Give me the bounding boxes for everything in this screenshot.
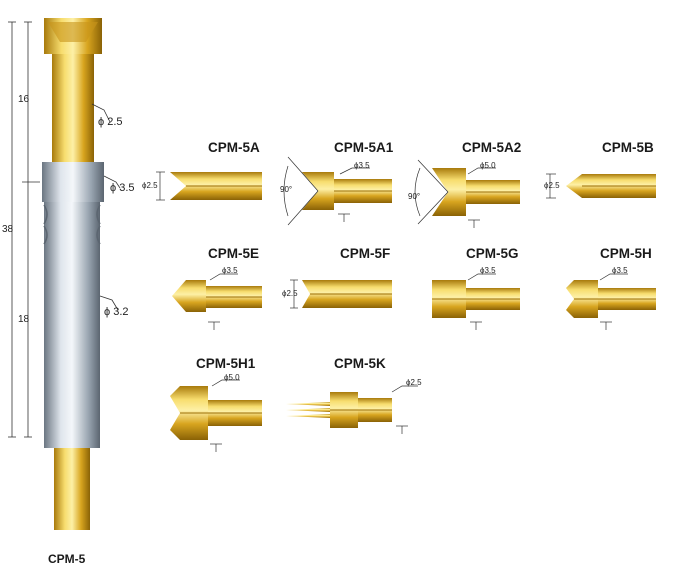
dim-cpm-5h: ϕ3.5 [612,266,628,275]
tip-cpm-5g [432,273,520,330]
tip-cpm-5k [286,385,418,434]
tip-cpm-5e [172,273,262,330]
dim-cpm-5g: ϕ3.5 [480,266,496,275]
label-cpm-5h: CPM-5H [600,246,652,261]
probe-plunger [52,54,94,162]
label-cpm-5a1: CPM-5A1 [334,140,394,155]
leader-barrel-dia [103,175,121,189]
dim-cpm-5k: ϕ2.5 [406,378,422,387]
dim-cpm-5f: ϕ2.5 [282,289,298,298]
probe-tail [54,448,90,530]
dim-cpm-5a1: ϕ3.5 [354,161,370,170]
tip-cpm-5h [566,273,656,330]
probe-groove-2 [43,225,101,245]
tip-cpm-5a2 [414,159,520,228]
dim-barrel-diameter: ϕ 3.5 [110,182,135,194]
label-cpm-5a2: CPM-5A2 [462,140,522,155]
dim-cpm-5a2: ϕ5.0 [480,161,496,170]
angle-cpm-5a1: 90° [280,185,293,194]
main-probe-label: CPM-5 [48,552,86,566]
leader-body-dia [99,295,119,311]
label-cpm-5b: CPM-5B [602,140,654,155]
leader-plunger-dia [91,103,111,123]
label-cpm-5g: CPM-5G [466,246,519,261]
dim-cpm-5a: ϕ2.5 [142,181,158,190]
tip-cpm-5a1 [283,156,392,226]
dim-lower-length: 18 [18,314,30,325]
dim-body-diameter: ϕ 3.2 [104,306,129,318]
label-cpm-5h1: CPM-5H1 [196,356,256,371]
dim-plunger-diameter: ϕ 2.5 [98,116,123,128]
dim-cpm-5h1: ϕ5.0 [224,373,240,382]
dim-overall-length: 38 [2,224,14,235]
label-cpm-5a: CPM-5A [208,140,260,155]
dim-cpm-5b: ϕ2.5 [544,181,560,190]
probe-body [44,202,100,448]
label-cpm-5e: CPM-5E [208,246,260,261]
probe-head-tip [48,22,98,42]
label-cpm-5k: CPM-5K [334,356,386,371]
probe-groove [43,204,101,225]
angle-cpm-5a2: 90° [408,192,421,201]
label-cpm-5f: CPM-5F [340,246,391,261]
dim-upper-length: 16 [18,94,30,105]
tip-cpm-5a [156,171,262,201]
tip-cpm-5b [546,173,656,199]
dim-cpm-5e: ϕ3.5 [222,266,238,275]
tip-cpm-5f [290,279,392,309]
tip-cpm-5h1 [170,379,262,452]
probe-barrel [42,162,104,202]
main-probe [8,18,121,530]
